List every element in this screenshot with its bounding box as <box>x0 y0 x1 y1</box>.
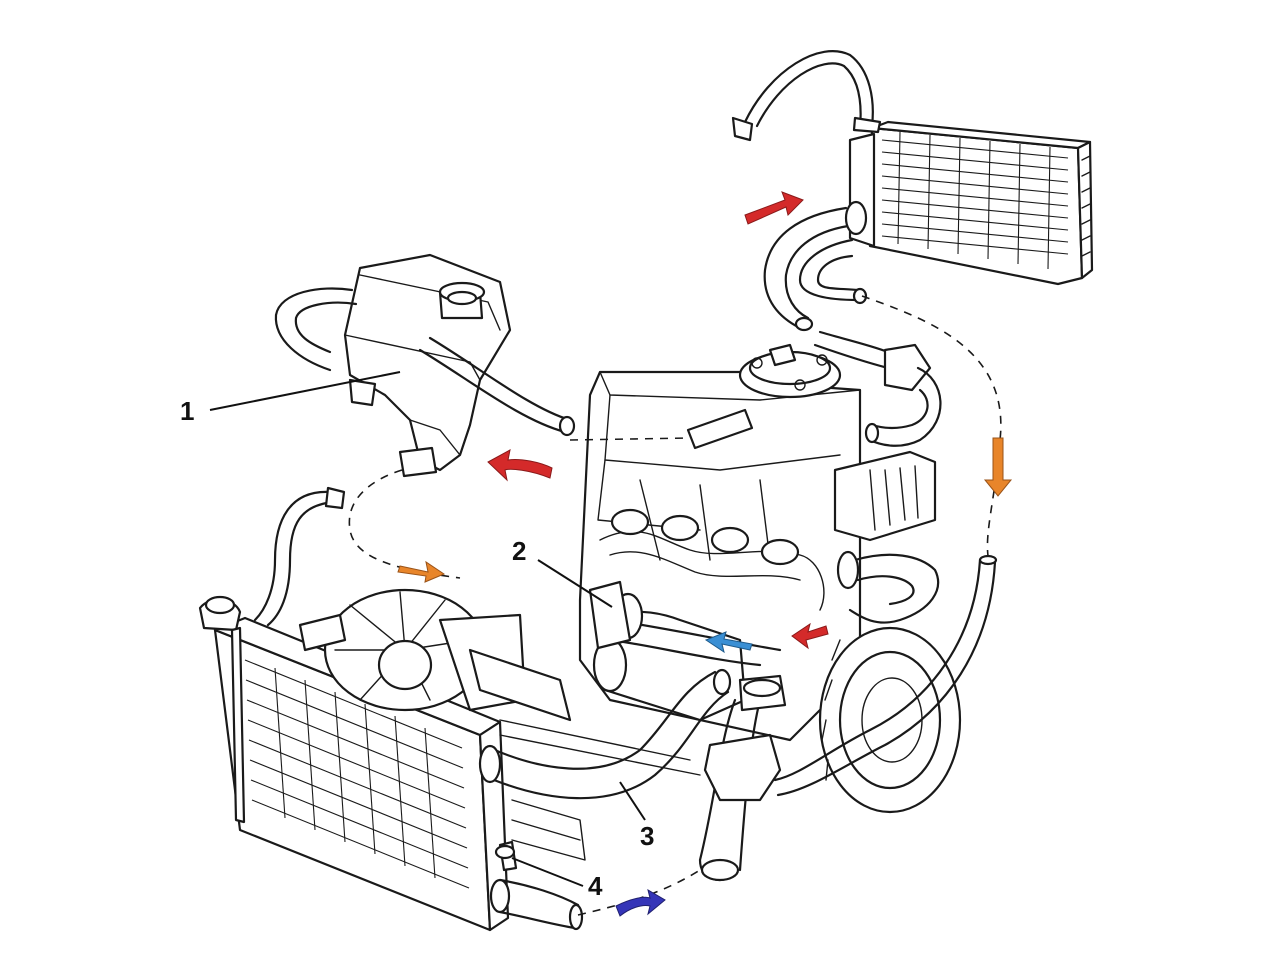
callouts: 1 2 3 4 <box>180 371 654 901</box>
cooling-fan <box>298 588 701 776</box>
callout-4: 4 <box>588 871 603 901</box>
tank-feed-hose <box>253 486 346 627</box>
arrow-tank-return <box>397 560 446 583</box>
callout-3: 3 <box>640 821 654 851</box>
lower-radiator-hose <box>489 799 586 931</box>
thermostat-tee <box>588 580 787 882</box>
flow-arrows <box>397 191 1013 917</box>
expansion-tank <box>274 253 576 478</box>
arrow-engine-inlet-red <box>791 622 829 650</box>
heater-core <box>731 50 1094 286</box>
upper-engine-hoses <box>813 330 942 447</box>
crank-pulley <box>818 626 962 814</box>
arrow-to-heater <box>744 191 804 225</box>
arrow-heater-return <box>983 437 1013 497</box>
arrow-radiator-outlet <box>615 888 666 917</box>
right-return-hose <box>773 550 998 797</box>
heater-hoses <box>763 200 868 332</box>
engine-block <box>578 343 962 814</box>
arrow-engine-inlet-blue <box>704 631 753 654</box>
callout-2: 2 <box>512 536 526 566</box>
callout-1: 1 <box>180 396 194 426</box>
upper-radiator-hose <box>478 668 732 800</box>
arrow-to-expansion-tank <box>487 449 553 482</box>
